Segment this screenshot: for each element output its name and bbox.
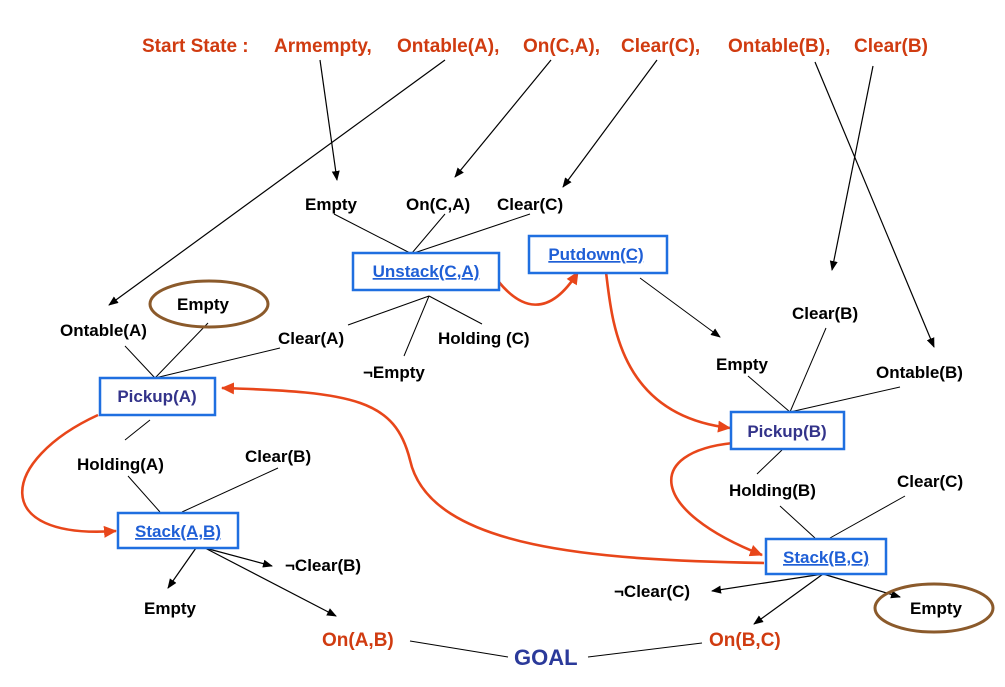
start-state: Start State : Armempty, Ontable(A), On(C… <box>142 36 928 57</box>
pickup-b-eff-holding-b: Holding(B) <box>729 481 816 500</box>
effect-arrows <box>167 547 901 625</box>
stack-bc-eff-not-clear-c: ¬Clear(C) <box>614 582 690 601</box>
action-stack-ab-label: Stack(A,B) <box>135 522 221 541</box>
goal-group: On(A,B) On(B,C) GOAL <box>322 630 781 670</box>
action-unstack: Unstack(C,A) <box>351 251 501 292</box>
goal-fact-on-a-b: On(A,B) <box>322 630 394 651</box>
arrow-ontable-a-to-ontable-a <box>108 59 446 306</box>
goal-fact-on-b-c: On(B,C) <box>709 630 781 651</box>
stack-bc-pre-clear-c: Clear(C) <box>897 472 963 491</box>
plan-arrow-stack-bc-to-pickup-a <box>221 382 765 565</box>
pickup-b-pre-clear-b: Clear(B) <box>792 304 858 323</box>
arrow-clear-c-to-clear-c <box>562 59 658 188</box>
putdown-eff-empty: Empty <box>716 355 769 374</box>
start-state-label: Start State : <box>142 36 249 57</box>
unstack-pre-clear-c: Clear(C) <box>497 195 563 214</box>
pickup-a-eff-holding-a: Holding(A) <box>77 455 164 474</box>
unstack-eff-holding-c: Holding (C) <box>438 329 530 348</box>
action-pickup-a-label: Pickup(A) <box>117 387 196 406</box>
arrow-on-c-a-to-on-c-a <box>454 59 552 178</box>
action-putdown: Putdown(C) <box>527 234 669 275</box>
action-pickup-b-label: Pickup(B) <box>747 422 826 441</box>
action-stack-ab: Stack(A,B) <box>116 511 240 550</box>
plan-arrow-pickup-b-to-stack-bc <box>670 441 763 557</box>
condition-labels: Empty On(C,A) Clear(C) Clear(A) ¬Empty H… <box>60 195 963 618</box>
start-fact-on-c-a: On(C,A), <box>523 36 600 57</box>
unstack-pre-empty: Empty <box>305 195 358 214</box>
stack-bc-eff-empty: Empty <box>910 599 963 618</box>
action-stack-bc: Stack(B,C) <box>764 537 888 576</box>
pickup-a-pre-ontable-a: Ontable(A) <box>60 321 147 340</box>
pickup-b-pre-ontable-b: Ontable(B) <box>876 363 963 382</box>
highlight-ellipse-pickup-a-empty <box>148 279 270 329</box>
connector-lines <box>124 213 906 539</box>
plan-order-arrows <box>20 271 765 565</box>
arrow-clear-b-to-clear-b <box>829 65 874 271</box>
unstack-eff-clear-a: Clear(A) <box>278 329 344 348</box>
plan-arrow-pickup-a-to-stack-ab <box>20 413 117 538</box>
start-fact-ontable-a: Ontable(A), <box>397 36 499 57</box>
plan-arrow-putdown-to-pickup-b <box>604 271 731 433</box>
plan-arrow-unstack-to-putdown <box>496 271 580 306</box>
unstack-pre-on-c-a: On(C,A) <box>406 195 470 214</box>
start-fact-clear-b: Clear(B) <box>854 36 928 57</box>
start-fact-clear-c: Clear(C), <box>621 36 700 57</box>
stack-ab-pre-clear-b: Clear(B) <box>245 447 311 466</box>
unstack-eff-not-empty: ¬Empty <box>363 363 425 382</box>
action-stack-bc-label: Stack(B,C) <box>783 548 869 567</box>
start-state-arrows <box>108 59 935 348</box>
start-fact-ontable-b: Ontable(B), <box>728 36 830 57</box>
stack-ab-eff-not-clear-b: ¬Clear(B) <box>285 556 361 575</box>
action-pickup-a: Pickup(A) <box>98 376 217 417</box>
action-pickup-b: Pickup(B) <box>729 410 846 451</box>
arrow-ontable-b-to-ontable-b <box>814 61 935 348</box>
highlight-ellipse-final-empty <box>873 582 995 634</box>
start-fact-armempty: Armempty, <box>274 36 372 57</box>
pickup-a-pre-empty: Empty <box>177 295 230 314</box>
goal-connectors <box>409 640 703 658</box>
goal-label: GOAL <box>514 645 578 670</box>
action-putdown-label: Putdown(C) <box>548 245 643 264</box>
action-unstack-label: Unstack(C,A) <box>373 262 480 281</box>
arrow-armempty-to-empty <box>319 59 340 181</box>
stack-ab-eff-empty: Empty <box>144 599 197 618</box>
